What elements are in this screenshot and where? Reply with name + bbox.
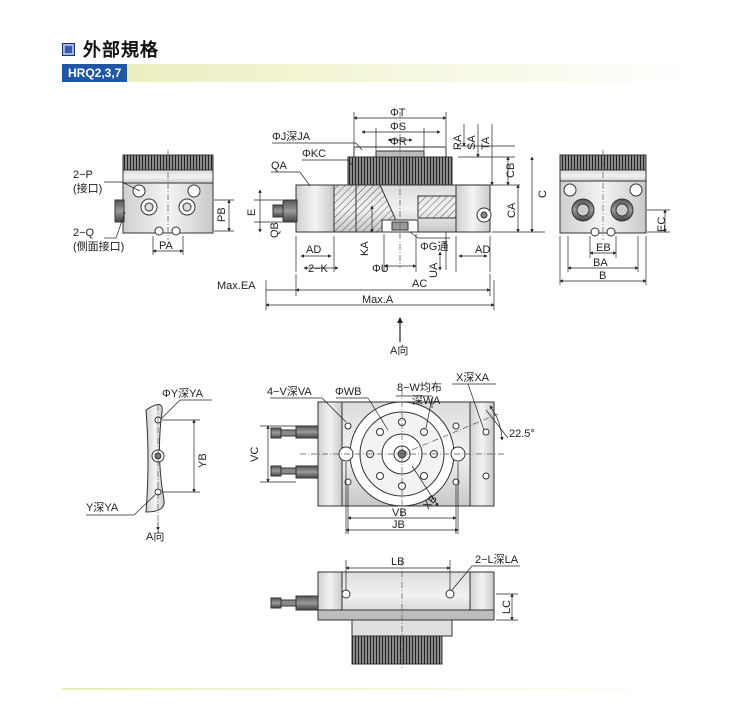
label-ra: RA: [452, 134, 464, 150]
section-header: 外部規格: [62, 36, 159, 62]
label-ca: CA: [506, 202, 518, 218]
label-qb: QB: [269, 222, 281, 238]
a-view-dimensions: [86, 399, 212, 531]
model-tag: HRQ2,3,7: [62, 64, 128, 82]
label-lc: LC: [501, 600, 513, 614]
top-view: [270, 390, 504, 518]
label-phi-j-depth-ja: ΦJ深JA: [272, 130, 311, 143]
label-b: B: [599, 270, 606, 282]
label-e: E: [246, 209, 258, 216]
label-cb: CB: [505, 163, 517, 178]
a-view-detail: [145, 404, 165, 522]
label-yb: YB: [197, 453, 209, 468]
label-ad-right: AD: [475, 244, 490, 256]
label-phi-t: ΦT: [390, 107, 406, 119]
label-phi-y-depth-ya: ΦY深YA: [162, 387, 204, 400]
label-phi-kc: ΦKC: [302, 148, 326, 160]
right-side-view: [559, 150, 647, 240]
label-ta: TA: [480, 136, 492, 150]
label-ac: AC: [412, 278, 427, 290]
label-phi-wb: ΦWB: [335, 386, 362, 398]
left-side-dimensions: [104, 181, 234, 255]
label-ad-left: AD: [306, 244, 321, 256]
label-phi-r: ΦR: [390, 136, 407, 148]
label-2-p: 2−P: [73, 169, 93, 181]
label-y-depth-ya: Y深YA: [86, 501, 119, 514]
label-vc: VC: [249, 447, 261, 462]
label-ua: UA: [428, 262, 440, 278]
front-dimensions: [254, 112, 545, 342]
label-ba: BA: [593, 257, 608, 269]
label-pb: PB: [216, 207, 228, 222]
section-bullet-icon: [62, 42, 75, 56]
label-2-k: 2−K: [308, 263, 329, 275]
label-qa: QA: [271, 160, 288, 172]
label-8-w-even: 8−W均布: [397, 381, 442, 394]
label-x-depth-xa: X深XA: [456, 371, 490, 384]
footer-rule: [62, 688, 690, 690]
label-side-port: (側面接口): [73, 240, 124, 253]
label-phi-s: ΦS: [390, 121, 406, 133]
left-side-view: [114, 150, 214, 240]
label-eb: EB: [596, 242, 611, 254]
label-lb: LB: [391, 556, 404, 568]
top-dimensions: [260, 383, 509, 534]
bottom-dimensions: [345, 560, 520, 621]
label-a-view-2: A向: [146, 529, 164, 543]
label-2-q: 2−Q: [73, 227, 95, 239]
label-sa: SA: [466, 135, 478, 150]
label-angle: 22.5°: [509, 428, 535, 440]
label-ec: EC: [656, 217, 668, 232]
label-phi-u: ΦU: [372, 263, 389, 275]
label-4-v-depth-va: 4−V深VA: [267, 385, 312, 398]
label-max-ea: Max.EA: [217, 280, 256, 292]
model-bar: HRQ2,3,7: [62, 64, 690, 82]
label-vb: VB: [392, 507, 407, 519]
label-ka: KA: [359, 241, 371, 256]
front-section-view: [272, 112, 492, 268]
label-a-view: A向: [390, 343, 408, 357]
section-title: 外部規格: [83, 40, 159, 60]
label-depth-wa: 深WA: [412, 394, 441, 407]
label-phi-g-thru: ΦG通: [420, 240, 448, 253]
right-side-dimensions: [559, 209, 670, 285]
label-port: (接口): [73, 182, 102, 195]
label-pa: PA: [159, 240, 174, 252]
label-2-l-depth-la: 2−L深LA: [475, 553, 519, 566]
label-c: C: [537, 190, 549, 198]
bottom-view: [270, 560, 495, 670]
label-jb: JB: [392, 519, 405, 531]
label-max-a: Max.A: [362, 294, 394, 306]
